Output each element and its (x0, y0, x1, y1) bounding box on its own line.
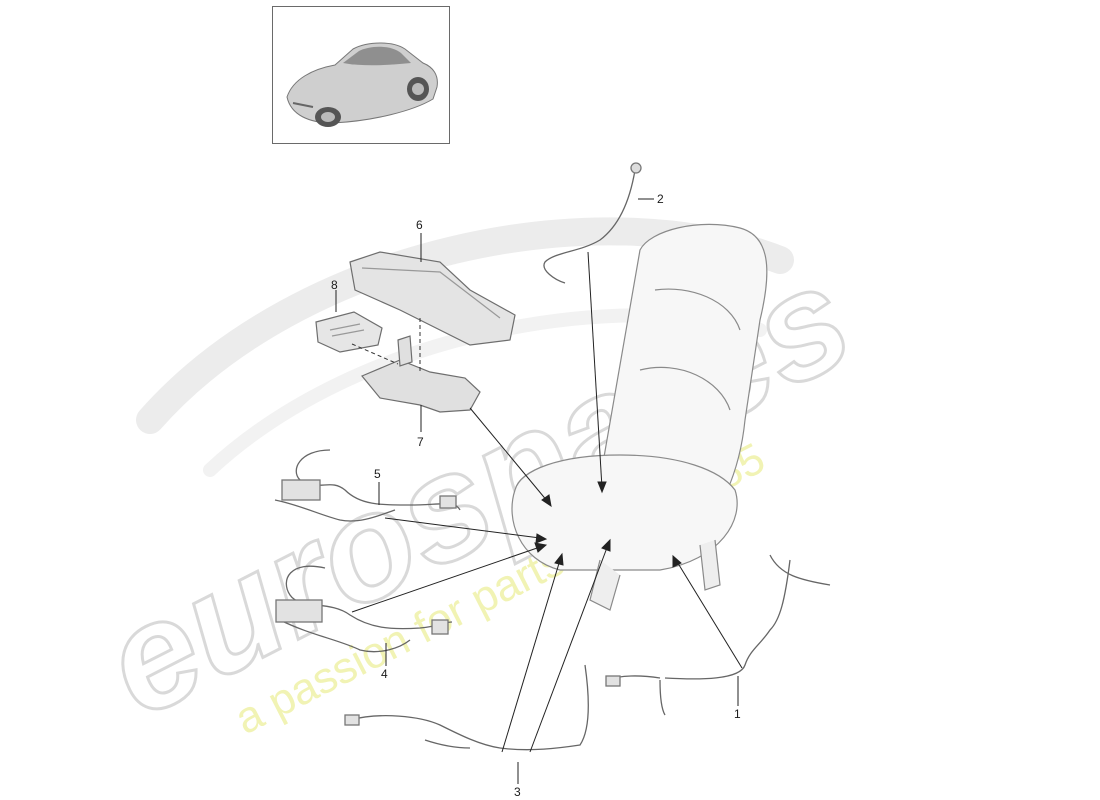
wiring-harness-lower-left-icon (275, 565, 453, 653)
callout-7[interactable]: 7 (417, 435, 424, 449)
wiring-harness-upper-left-icon (274, 449, 461, 522)
callout-4[interactable]: 4 (381, 667, 388, 681)
callout-6[interactable]: 6 (416, 218, 423, 232)
control-unit-icon (315, 311, 383, 353)
wiring-cable-top-icon (543, 162, 642, 284)
callout-1[interactable]: 1 (734, 707, 741, 721)
callout-5[interactable]: 5 (374, 467, 381, 481)
callout-3[interactable]: 3 (514, 785, 521, 799)
car-thumbnail-icon (286, 42, 438, 127)
callout-2[interactable]: 2 (657, 192, 664, 206)
callout-8[interactable]: 8 (331, 278, 338, 292)
sport-seat-icon (511, 223, 768, 611)
vehicle-thumbnail (272, 6, 450, 144)
wiring-harness-bottom-icon (344, 664, 589, 751)
seat-cushion-frame-icon (349, 251, 516, 346)
mounting-bracket-icon (361, 335, 481, 413)
wiring-harness-right-icon (605, 554, 831, 716)
